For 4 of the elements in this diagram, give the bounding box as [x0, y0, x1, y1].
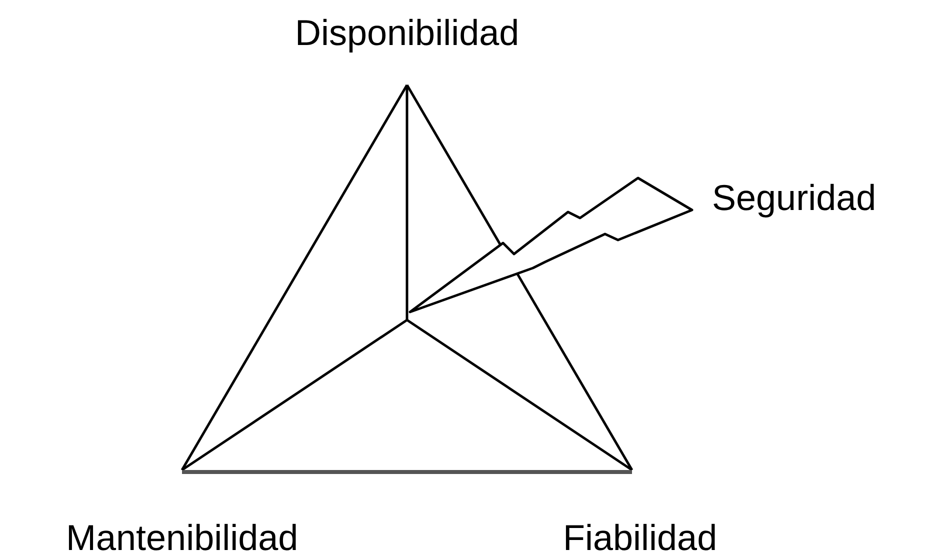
vertex-label: Seguridad	[712, 180, 876, 216]
vertex-label: Mantenibilidad	[66, 520, 298, 556]
vertex-label: Disponibilidad	[295, 15, 520, 51]
vertex-label: Fiabilidad	[563, 520, 718, 556]
